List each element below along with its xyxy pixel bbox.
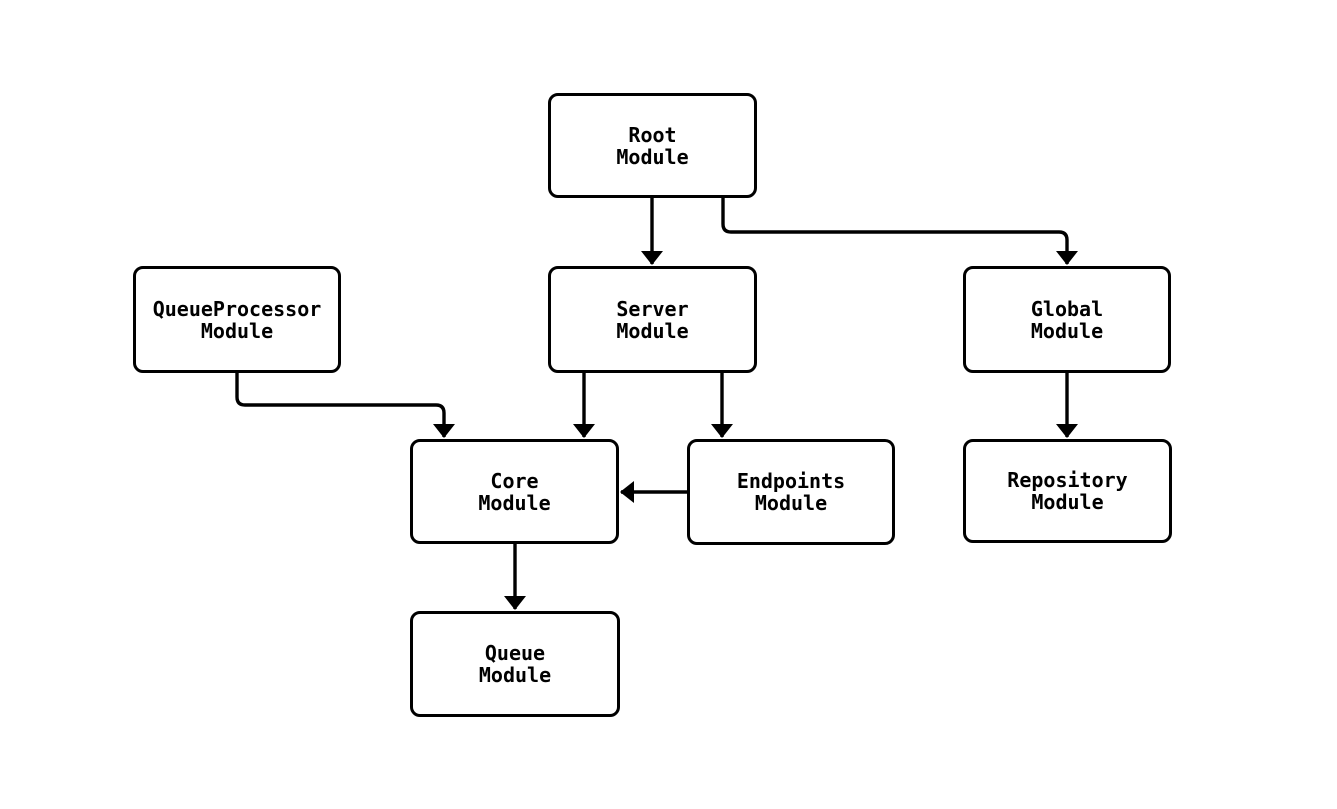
node-repository-module: Repository Module <box>963 439 1172 543</box>
node-label: QueueProcessor Module <box>152 296 322 343</box>
node-queueprocessor-module: QueueProcessor Module <box>133 266 341 373</box>
node-queue-module: Queue Module <box>410 611 620 717</box>
node-server-module: Server Module <box>548 266 757 373</box>
node-root-module: Root Module <box>548 93 757 198</box>
node-core-module: Core Module <box>410 439 619 544</box>
node-label: Global Module <box>1030 296 1104 343</box>
node-label: Queue Module <box>478 641 552 687</box>
node-endpoints-module: Endpoints Module <box>687 439 895 545</box>
node-label: Server Module <box>616 296 689 343</box>
node-global-module: Global Module <box>963 266 1171 373</box>
node-label: Root Module <box>616 122 689 169</box>
node-label: Core Module <box>478 468 551 515</box>
node-label: Endpoints Module <box>736 469 846 515</box>
edge-root-to-global <box>721 198 1078 265</box>
edge-queueprocessor-to-core <box>235 373 455 438</box>
node-label: Repository Module <box>1007 468 1128 514</box>
